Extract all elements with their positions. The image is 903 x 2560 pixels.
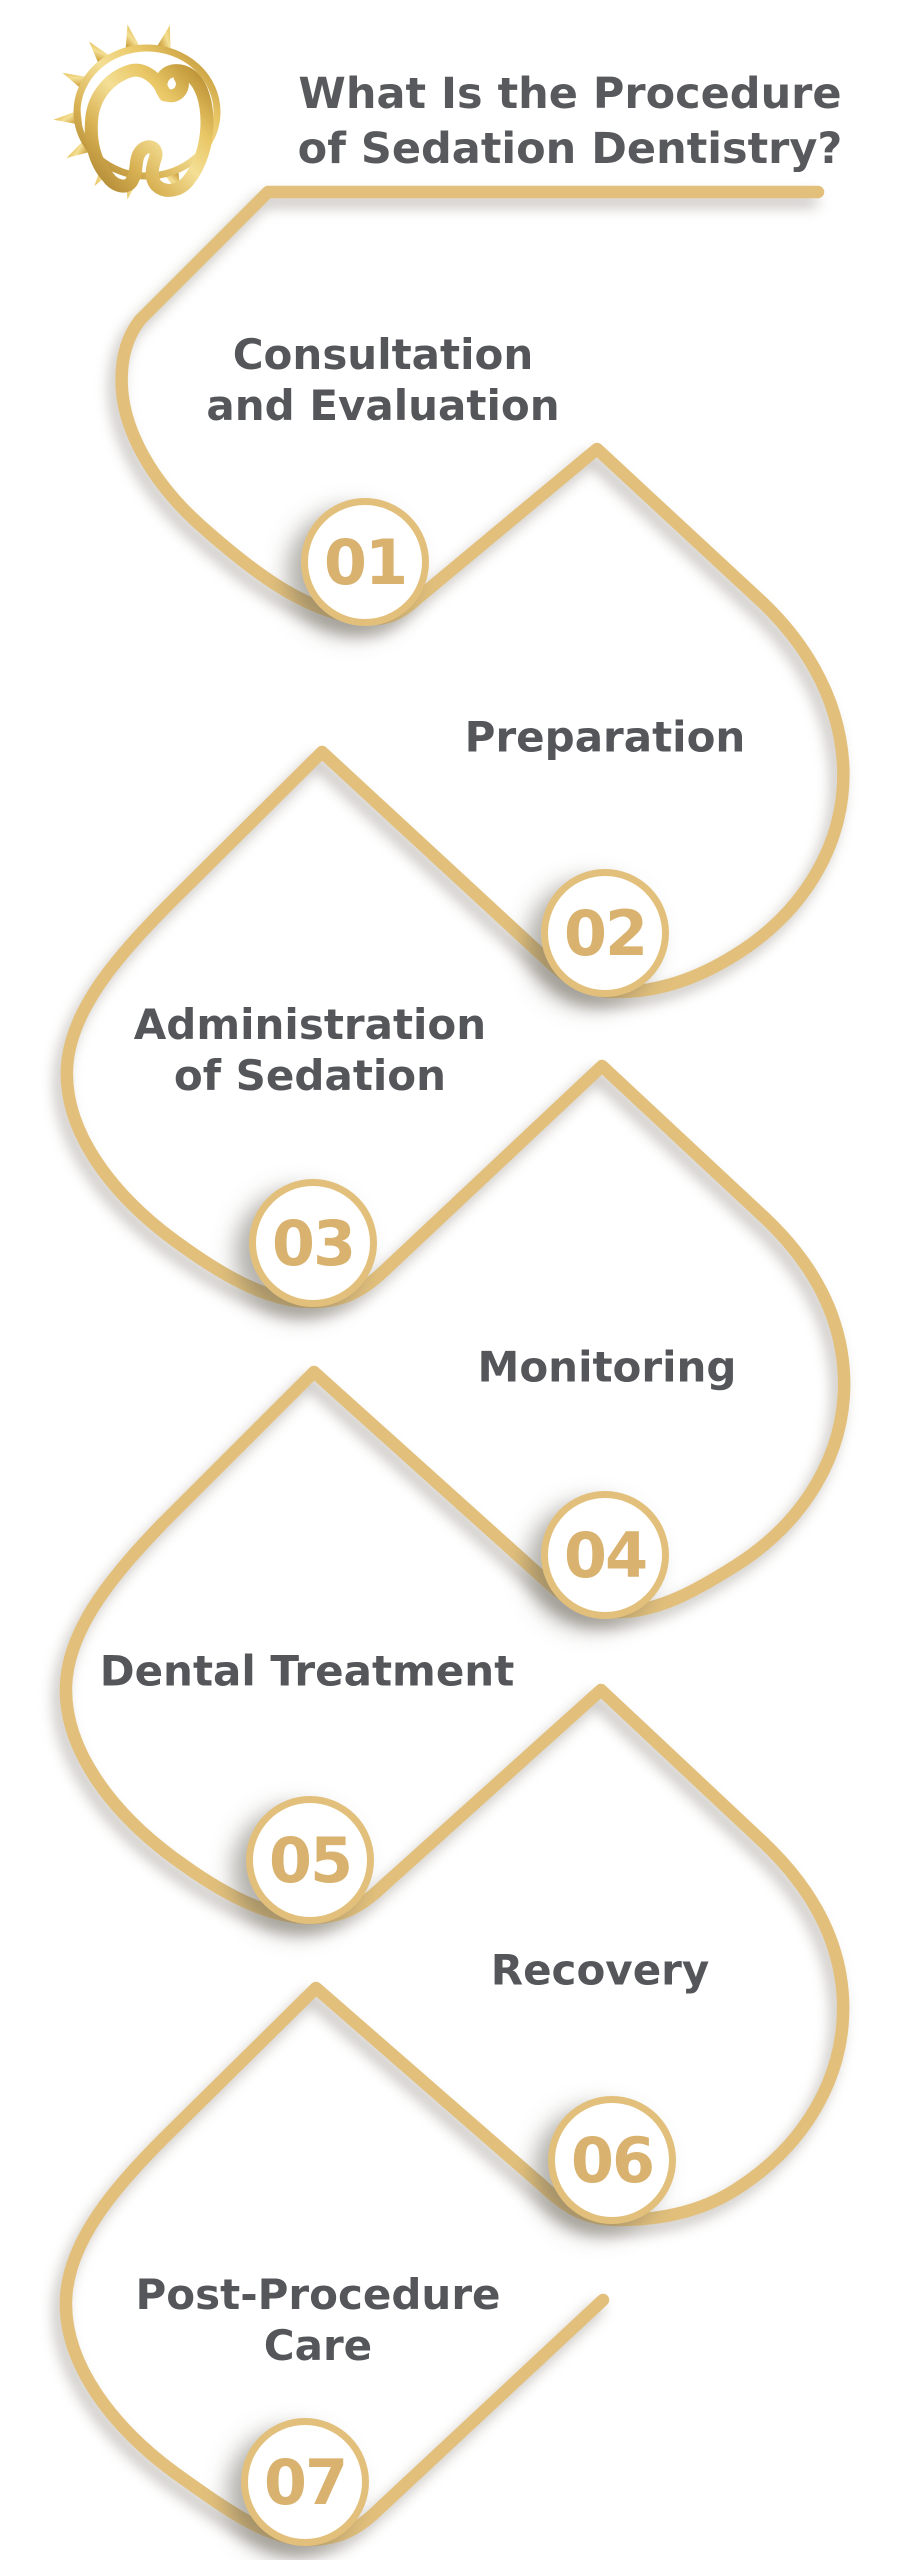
step-label-administration-of-sedation: Administration of Sedation <box>133 999 487 1100</box>
step-number: 06 <box>570 2123 655 2197</box>
step-number: 02 <box>563 896 648 970</box>
step-number: 03 <box>271 1206 356 1280</box>
step-badge-03: 03 <box>249 1179 377 1307</box>
step-badge-02: 02 <box>541 869 669 997</box>
page-title-line1: What Is the Procedure <box>298 68 842 119</box>
step-number: 05 <box>268 1823 353 1897</box>
step-label-consultation-and-evaluation: Consultation and Evaluation <box>206 329 560 430</box>
tooth-sun-logo <box>53 24 221 200</box>
step-number: 07 <box>263 2445 348 2519</box>
tooth-icon <box>84 63 214 197</box>
step-badge-01: 01 <box>301 498 429 626</box>
step-label-recovery: Recovery <box>490 1945 710 1995</box>
step-label-monitoring: Monitoring <box>477 1342 737 1392</box>
step-label-preparation: Preparation <box>464 712 746 762</box>
page-title: What Is the Procedure of Sedation Dentis… <box>298 67 843 177</box>
step-number: 01 <box>323 525 408 599</box>
step-label-post-procedure-care: Post-Procedure Care <box>135 2269 501 2370</box>
step-badge-05: 05 <box>246 1796 374 1924</box>
step-label-dental-treatment: Dental Treatment <box>99 1646 515 1696</box>
step-badge-06: 06 <box>548 2096 676 2224</box>
step-badge-07: 07 <box>241 2418 369 2546</box>
step-badge-04: 04 <box>541 1491 669 1619</box>
step-number: 04 <box>563 1518 648 1592</box>
page-title-line2: of Sedation Dentistry? <box>297 124 843 174</box>
